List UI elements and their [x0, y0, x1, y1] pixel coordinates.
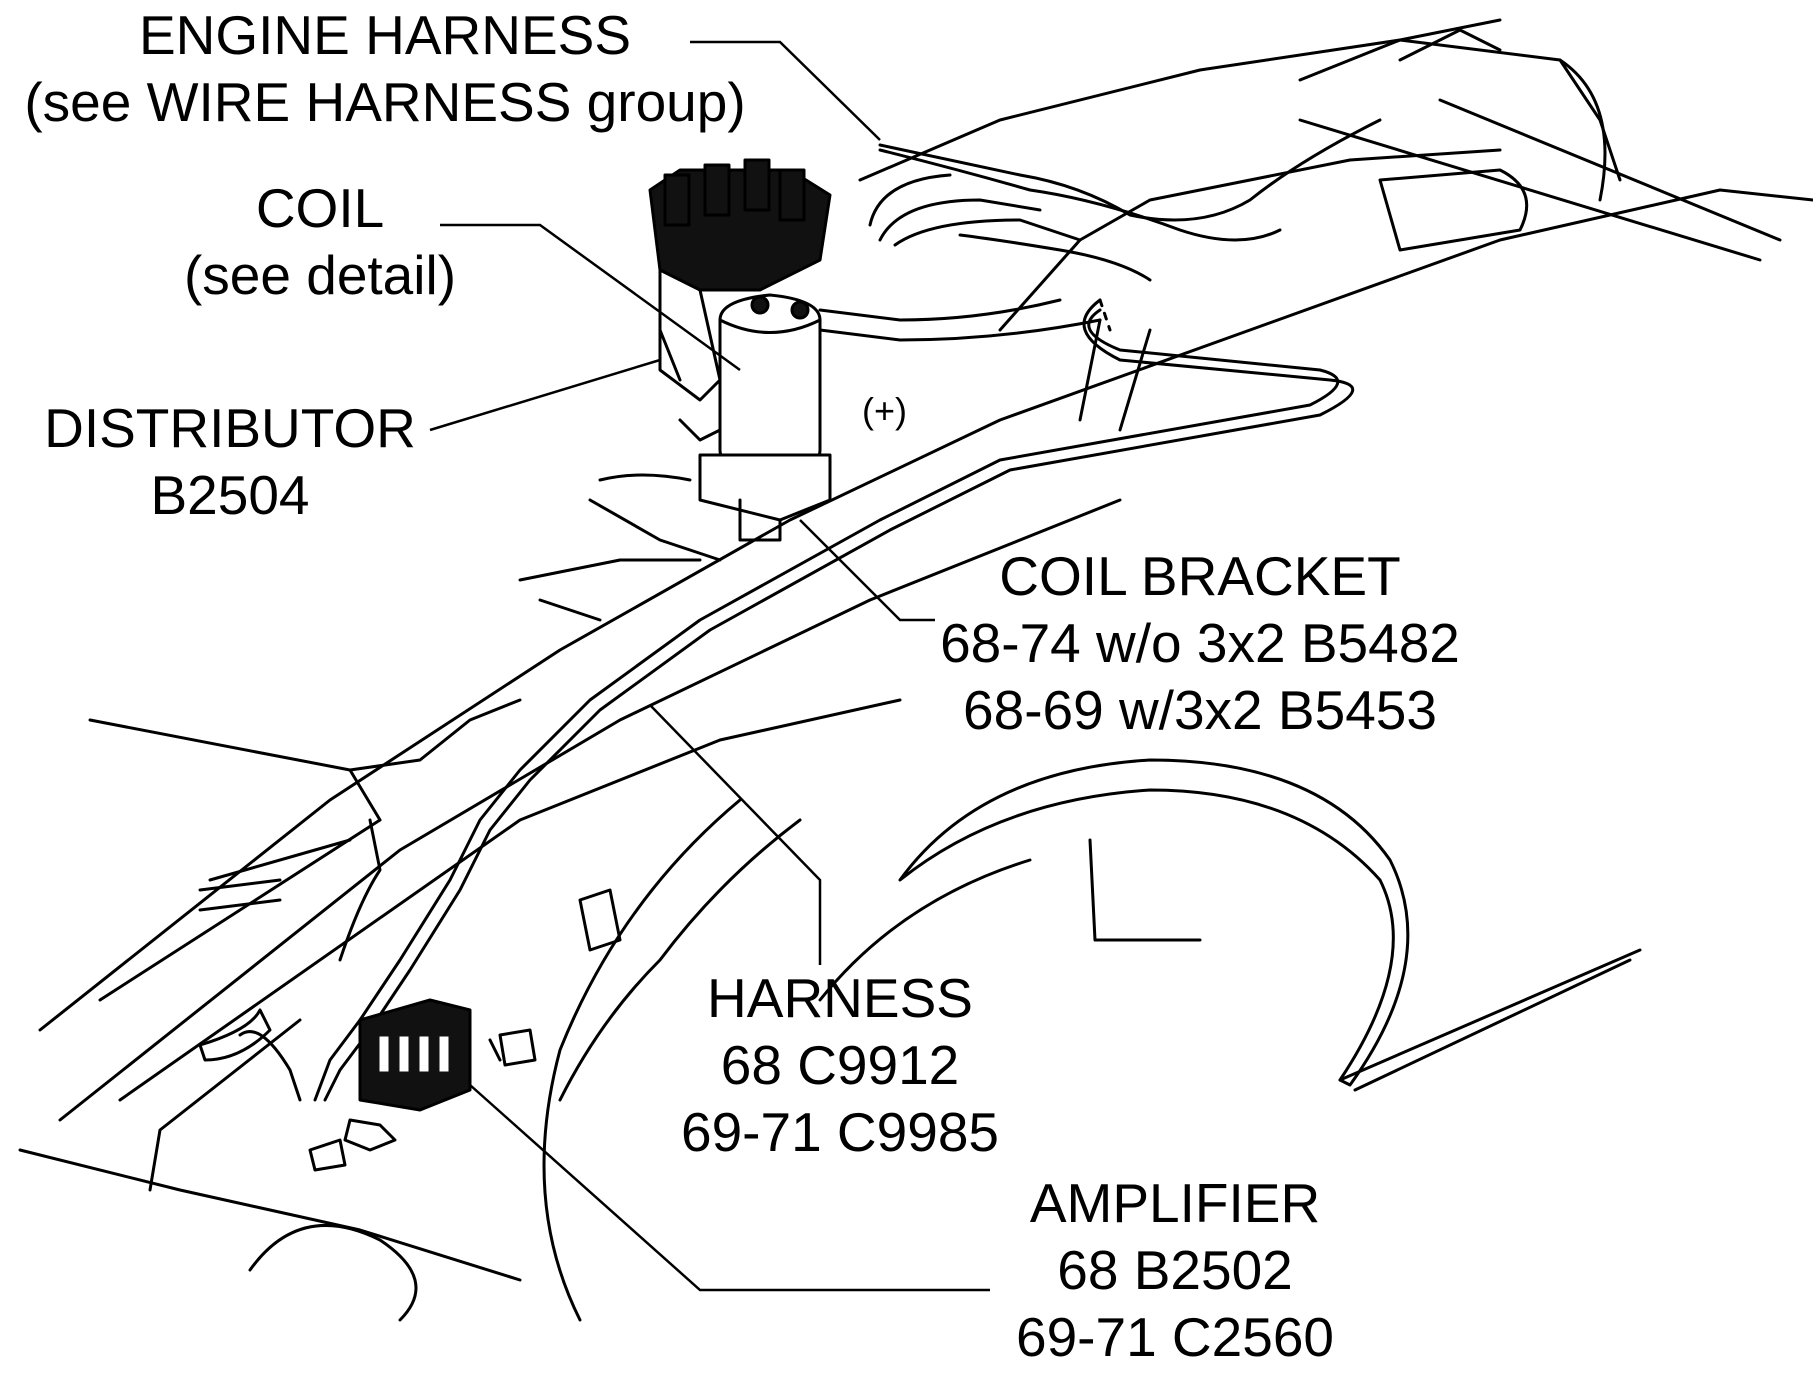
coil-leader — [440, 223, 741, 372]
coil-bracket-line2: 68-69 w/3x2 B5453 — [963, 679, 1437, 741]
coil-title: COIL — [255, 177, 385, 239]
engine-harness-label: ENGINE HARNESS (see WIRE HARNESS group) — [0, 2, 770, 136]
amplifier-title: AMPLIFIER — [1029, 1172, 1321, 1234]
coil-bracket-title: COIL BRACKET — [999, 545, 1401, 607]
harness-label: HARNESS 68 C9912 69-71 C9985 — [660, 965, 1020, 1166]
coil-bracket-leader — [799, 519, 935, 622]
amplifier-label: AMPLIFIER 68 B2502 69-71 C2560 — [980, 1170, 1370, 1371]
distributor-part: B2504 — [150, 464, 310, 526]
body-panel-lines — [18, 188, 1813, 1322]
harness-leader — [649, 704, 822, 965]
engine-harness-title: ENGINE HARNESS — [138, 4, 632, 66]
distributor-leader — [429, 358, 661, 432]
amplifier-line2: 69-71 C2560 — [1015, 1306, 1335, 1368]
coil-bracket-line1: 68-74 w/o 3x2 B5482 — [940, 612, 1460, 674]
distributor-label: DISTRIBUTOR B2504 — [25, 395, 435, 529]
leader-lines — [429, 40, 990, 1292]
coil-body — [698, 293, 832, 542]
harness-title: HARNESS — [707, 967, 973, 1029]
harness-cable — [313, 298, 1354, 1102]
amplifier-body — [198, 998, 537, 1172]
harness-line2: 69-71 C9985 — [680, 1101, 1000, 1163]
coil-note: (see detail) — [183, 244, 457, 306]
harness-line1: 68 C9912 — [720, 1034, 960, 1096]
engine-harness-note: (see WIRE HARNESS group) — [24, 71, 746, 133]
distributor-body — [648, 158, 832, 442]
engine-harness-leader — [690, 40, 881, 141]
coil-bracket-label: COIL BRACKET 68-74 w/o 3x2 B5482 68-69 w… — [910, 543, 1490, 744]
distributor-title: DISTRIBUTOR — [44, 397, 416, 459]
amplifier-leader — [469, 1084, 990, 1292]
coil-positive-terminal-label: (+) — [862, 390, 907, 431]
engine-harness-wires — [818, 18, 1502, 342]
amplifier-line1: 68 B2502 — [1057, 1239, 1293, 1301]
coil-label: COIL (see detail) — [155, 175, 485, 309]
